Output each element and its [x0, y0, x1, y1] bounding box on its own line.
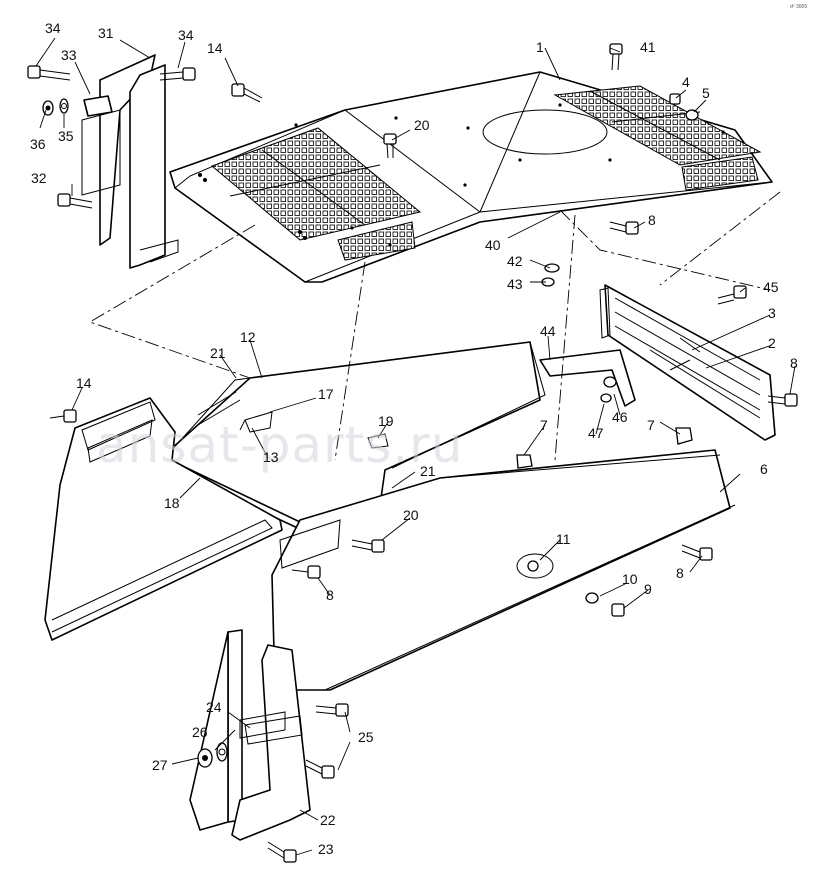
callout-27: 27 — [152, 757, 168, 773]
callout-8c: 8 — [326, 587, 334, 603]
leader-lines — [35, 37, 796, 856]
assembly-lines — [88, 191, 781, 461]
callout-44: 44 — [540, 323, 556, 339]
callout-43: 43 — [507, 276, 523, 292]
left-side-panel — [44, 397, 283, 641]
callout-8b: 8 — [790, 355, 798, 371]
callout-47: 47 — [588, 425, 604, 441]
corner-mark: dº 3005 — [790, 4, 807, 10]
callout-41: 41 — [640, 39, 656, 55]
callout-8a: 8 — [648, 212, 656, 228]
panel-holes — [198, 103, 725, 247]
callout-labels: 34 33 31 34 36 35 32 14 20 1 41 4 5 8 40… — [30, 20, 798, 857]
callout-11: 11 — [556, 531, 571, 547]
callout-4: 4 — [682, 74, 690, 90]
rear-louver-panel — [599, 284, 776, 441]
callout-7b: 7 — [540, 417, 548, 433]
callout-6: 6 — [760, 461, 768, 477]
watermark: ansat-parts.ru — [96, 416, 463, 474]
callout-9: 9 — [644, 581, 652, 597]
callout-5: 5 — [702, 85, 710, 101]
callout-14a: 14 — [207, 40, 223, 56]
callout-1: 1 — [536, 39, 544, 55]
callout-34b: 34 — [178, 27, 194, 43]
callout-20a: 20 — [414, 117, 430, 133]
callout-13: 13 — [263, 449, 279, 465]
callout-34a: 34 — [45, 20, 61, 36]
callout-45: 45 — [763, 279, 779, 295]
callout-42: 42 — [507, 253, 523, 269]
callout-3: 3 — [768, 305, 776, 321]
callout-33: 33 — [61, 47, 77, 63]
lower-bracket-assembly — [189, 629, 311, 841]
callout-12: 12 — [240, 329, 256, 345]
callout-18: 18 — [164, 495, 180, 511]
callout-21a: 21 — [210, 345, 226, 361]
callout-2: 2 — [768, 335, 776, 351]
loose-bolts — [49, 43, 798, 863]
callout-17: 17 — [318, 386, 334, 402]
callout-10: 10 — [622, 571, 638, 587]
callout-14b: 14 — [76, 375, 92, 391]
callout-46: 46 — [612, 409, 628, 425]
callout-25: 25 — [358, 729, 374, 745]
callout-36: 36 — [30, 136, 46, 152]
callout-40: 40 — [485, 237, 501, 253]
upper-left-bracket — [81, 54, 179, 269]
callout-24: 24 — [206, 699, 222, 715]
callout-19: 19 — [378, 413, 394, 429]
top-hood-panel — [169, 71, 773, 283]
right-side-panel — [271, 349, 736, 691]
callout-22: 22 — [320, 812, 336, 828]
callout-26: 26 — [192, 724, 208, 740]
callout-35: 35 — [58, 128, 74, 144]
callout-7a: 7 — [647, 417, 655, 433]
callout-32: 32 — [31, 170, 47, 186]
callout-8d: 8 — [676, 565, 684, 581]
callout-31: 31 — [98, 25, 114, 41]
callout-23: 23 — [318, 841, 334, 857]
callout-20b: 20 — [403, 507, 419, 523]
callout-21b: 21 — [420, 463, 436, 479]
